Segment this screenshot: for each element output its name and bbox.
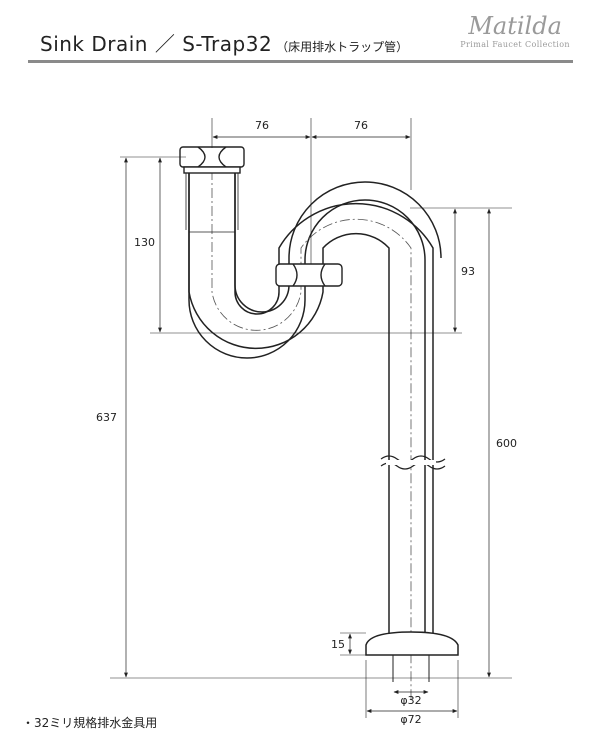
dimension-lines: [124, 135, 491, 713]
centerline: [211, 170, 412, 700]
dim-phi72: φ72: [400, 713, 421, 726]
dim-130: 130: [134, 236, 155, 249]
floor-flange: [365, 631, 459, 682]
brand-name: Matilda: [468, 12, 562, 40]
header: Sink Drain ／ S-Trap32（床用排水トラップ管） Matilda…: [0, 0, 600, 70]
pipe-inner-wall-a: [234, 170, 442, 313]
header-rule: [28, 60, 573, 63]
dim-600: 600: [496, 437, 517, 450]
dim-76-right: 76: [354, 119, 368, 132]
trap-outline: [188, 172, 434, 655]
pipe-body: [188, 170, 442, 655]
title-subtitle: （床用排水トラップ管）: [276, 40, 409, 54]
footnote: ・32ミリ規格排水金具用: [22, 716, 158, 730]
trap-left-outer: [188, 172, 390, 655]
dim-76-left: 76: [255, 119, 269, 132]
pipe-break: [380, 455, 446, 470]
dim-phi32: φ32: [400, 694, 421, 707]
pipe-outer-wall: [188, 170, 426, 655]
dim-15: 15: [331, 638, 345, 651]
pipe-outer-wall-b: [189, 170, 289, 345]
dim-637: 637: [96, 411, 117, 424]
title-main: Sink Drain ／ S-Trap32: [40, 32, 273, 56]
trap-left-inner: [234, 172, 434, 655]
page-title: Sink Drain ／ S-Trap32（床用排水トラップ管）: [40, 28, 408, 57]
union-nut: [275, 263, 343, 287]
dim-93: 93: [461, 265, 475, 278]
brand-logo: Matilda Primal Faucet Collection: [460, 12, 570, 49]
extension-lines: [110, 118, 512, 718]
brand-tagline: Primal Faucet Collection: [460, 40, 570, 49]
